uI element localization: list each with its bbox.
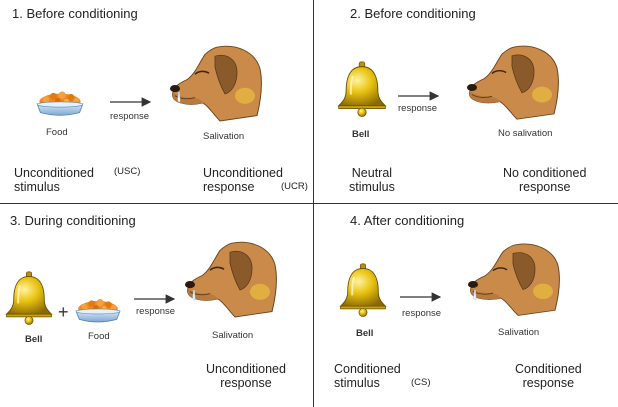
arrow-right-icon: [110, 97, 152, 107]
panel-1-left-caption: Unconditioned stimulus: [14, 166, 94, 195]
panel-3-title: 3. During conditioning: [10, 213, 136, 228]
dog-head-icon: [180, 236, 280, 326]
panel-4-left-caption: Conditioned stimulus: [334, 362, 401, 391]
horizontal-divider: [0, 203, 618, 204]
panel-1-input-label: Food: [46, 127, 68, 138]
panel-4-arrow-label: response: [402, 308, 442, 319]
dog-head-icon: [462, 40, 562, 128]
panel-4-input-label: Bell: [356, 328, 374, 339]
drool-icon: [176, 92, 182, 104]
panel-3-right-caption: Unconditioned response: [206, 362, 286, 391]
panel-2-title: 2. Before conditioning: [350, 6, 476, 21]
panel-3-input2-label: Food: [88, 331, 110, 342]
arrow-right-icon: [134, 294, 176, 304]
dog-head-icon: [165, 40, 265, 130]
drool-icon: [191, 290, 197, 302]
arrow-right-icon: [398, 91, 440, 101]
panel-3-input-label: Bell: [25, 334, 43, 345]
drool-icon: [472, 290, 478, 302]
panel-2-output-label: No salivation: [498, 128, 553, 139]
food-bowl-icon: [74, 297, 122, 327]
panel-1-right-caption: Unconditioned response: [203, 166, 283, 195]
panel-1-output-label: Salivation: [203, 131, 245, 142]
bell-icon: [336, 260, 390, 320]
food-bowl-icon: [35, 90, 85, 120]
dog-head-icon: [463, 238, 563, 324]
panel-2-arrow-label: response: [398, 103, 438, 114]
panel-3-arrow-label: response: [136, 306, 176, 317]
panel-1-arrow-label: response: [110, 111, 150, 122]
bell-icon: [334, 58, 390, 120]
panel-4-title: 4. After conditioning: [350, 213, 465, 228]
bell-icon: [2, 268, 56, 328]
panel-1-left-abbr: (USC): [114, 166, 141, 177]
panel-2-left-caption: Neutral stimulus: [349, 166, 395, 195]
panel-1-title: 1. Before conditioning: [12, 6, 138, 21]
panel-4-left-abbr: (CS): [411, 377, 431, 388]
panel-2-right-caption: No conditioned response: [503, 166, 587, 195]
panel-4-right-caption: Conditioned response: [515, 362, 582, 391]
plus-sign: +: [58, 302, 69, 322]
arrow-right-icon: [400, 292, 442, 302]
panel-1-right-abbr: (UCR): [281, 181, 308, 192]
panel-4-output-label: Salivation: [498, 327, 540, 338]
panel-2-input-label: Bell: [352, 129, 370, 140]
panel-3-output-label: Salivation: [212, 330, 254, 341]
